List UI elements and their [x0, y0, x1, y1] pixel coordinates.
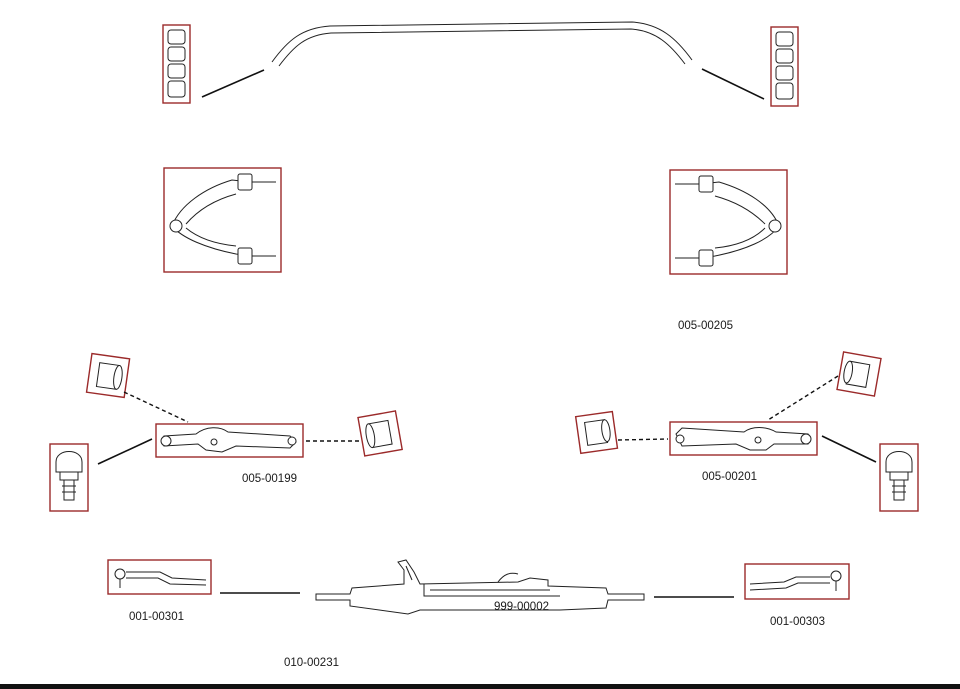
- lower-control-arm-left[interactable]: [155, 423, 304, 458]
- part-number-lower-arm-left: 005-00199: [242, 473, 297, 485]
- part-number-upper-arm-right: 005-00205: [678, 320, 733, 332]
- sway-bar-link-right[interactable]: [770, 26, 799, 107]
- sway-bar-leader-right: [701, 68, 765, 100]
- leader-ball-joint-right: [821, 435, 877, 463]
- tie-rod-end-right[interactable]: [744, 563, 850, 600]
- sway-bar-leader-left: [201, 69, 265, 98]
- sway-bar[interactable]: [271, 21, 693, 67]
- sway-bar-link-left[interactable]: [162, 24, 191, 104]
- leader-bushing-right-side: [617, 438, 669, 441]
- ball-joint-left[interactable]: [49, 443, 89, 512]
- ball-joint-right[interactable]: [879, 443, 919, 512]
- upper-control-arm-right[interactable]: [669, 169, 788, 275]
- leader-bushing-left-upper: [123, 391, 189, 423]
- part-number-inner-tie-rod: 010-00231: [284, 657, 339, 669]
- bushing-right-upper[interactable]: [836, 351, 882, 397]
- steering-rack[interactable]: [315, 559, 645, 615]
- upper-control-arm-left[interactable]: [163, 167, 282, 273]
- bushing-right-side[interactable]: [574, 410, 619, 455]
- bottom-border: [0, 684, 960, 689]
- lower-control-arm-right[interactable]: [669, 421, 818, 456]
- part-number-lower-arm-right: 005-00201: [702, 471, 757, 483]
- part-number-steering-rack: 999-00002: [494, 601, 549, 613]
- part-number-tie-rod-left: 001-00301: [129, 611, 184, 623]
- bushing-left-side[interactable]: [357, 410, 403, 457]
- tie-rod-end-left[interactable]: [107, 559, 212, 595]
- part-number-tie-rod-right: 001-00303: [770, 616, 825, 628]
- leader-ball-joint-left: [97, 438, 153, 465]
- bushing-left-upper[interactable]: [85, 352, 131, 399]
- leader-bushing-right-upper: [767, 375, 839, 421]
